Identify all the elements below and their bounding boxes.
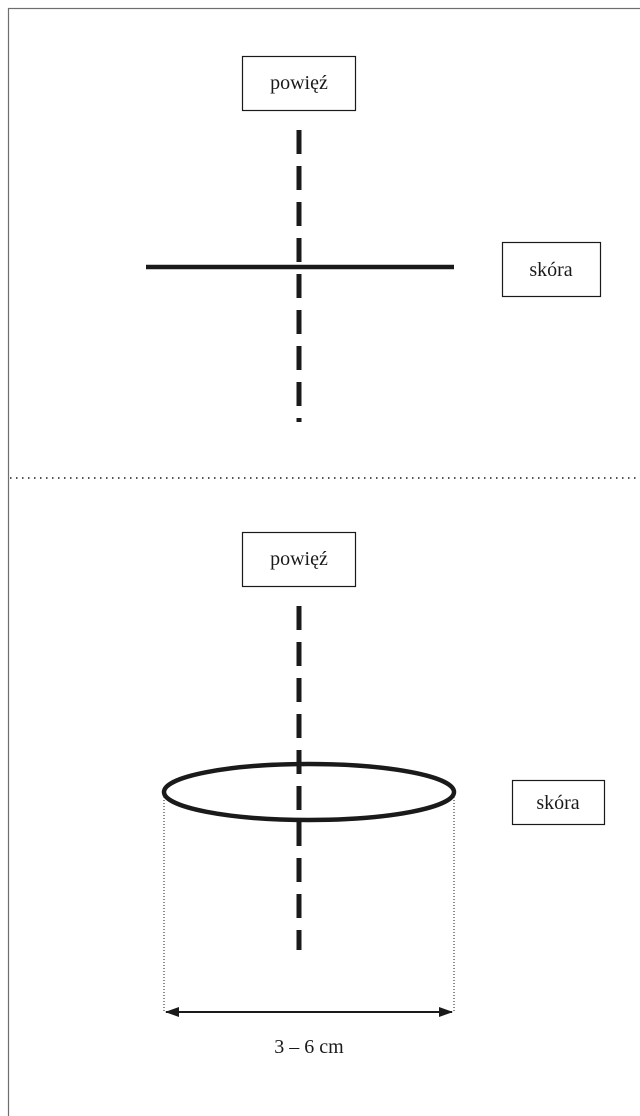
skin-excision-ellipse <box>161 761 457 823</box>
bottom-fascia-label-text: powięź <box>270 548 328 570</box>
top-fascia-label-box <box>241 55 357 112</box>
bottom-panel: powięź 3 – 6 cm skóra <box>161 531 606 1058</box>
bottom-fascia-label: powięź <box>241 531 357 588</box>
top-panel: powięź skóra <box>146 55 602 422</box>
top-fascia-label: powięź <box>241 55 357 112</box>
bottom-skin-label: skóra <box>511 779 606 826</box>
top-skin-label: skóra <box>501 241 602 298</box>
top-skin-label-text: skóra <box>529 259 572 281</box>
top-fascia-label-text: powięź <box>270 72 328 94</box>
outer-frame <box>7 7 640 1116</box>
bottom-skin-label-text: skóra <box>536 792 579 814</box>
bottom-fascia-label-box <box>241 531 357 588</box>
bottom-skin-label-box <box>511 779 606 826</box>
top-skin-label-box <box>501 241 602 298</box>
dimension-label: 3 – 6 cm <box>274 1036 344 1058</box>
